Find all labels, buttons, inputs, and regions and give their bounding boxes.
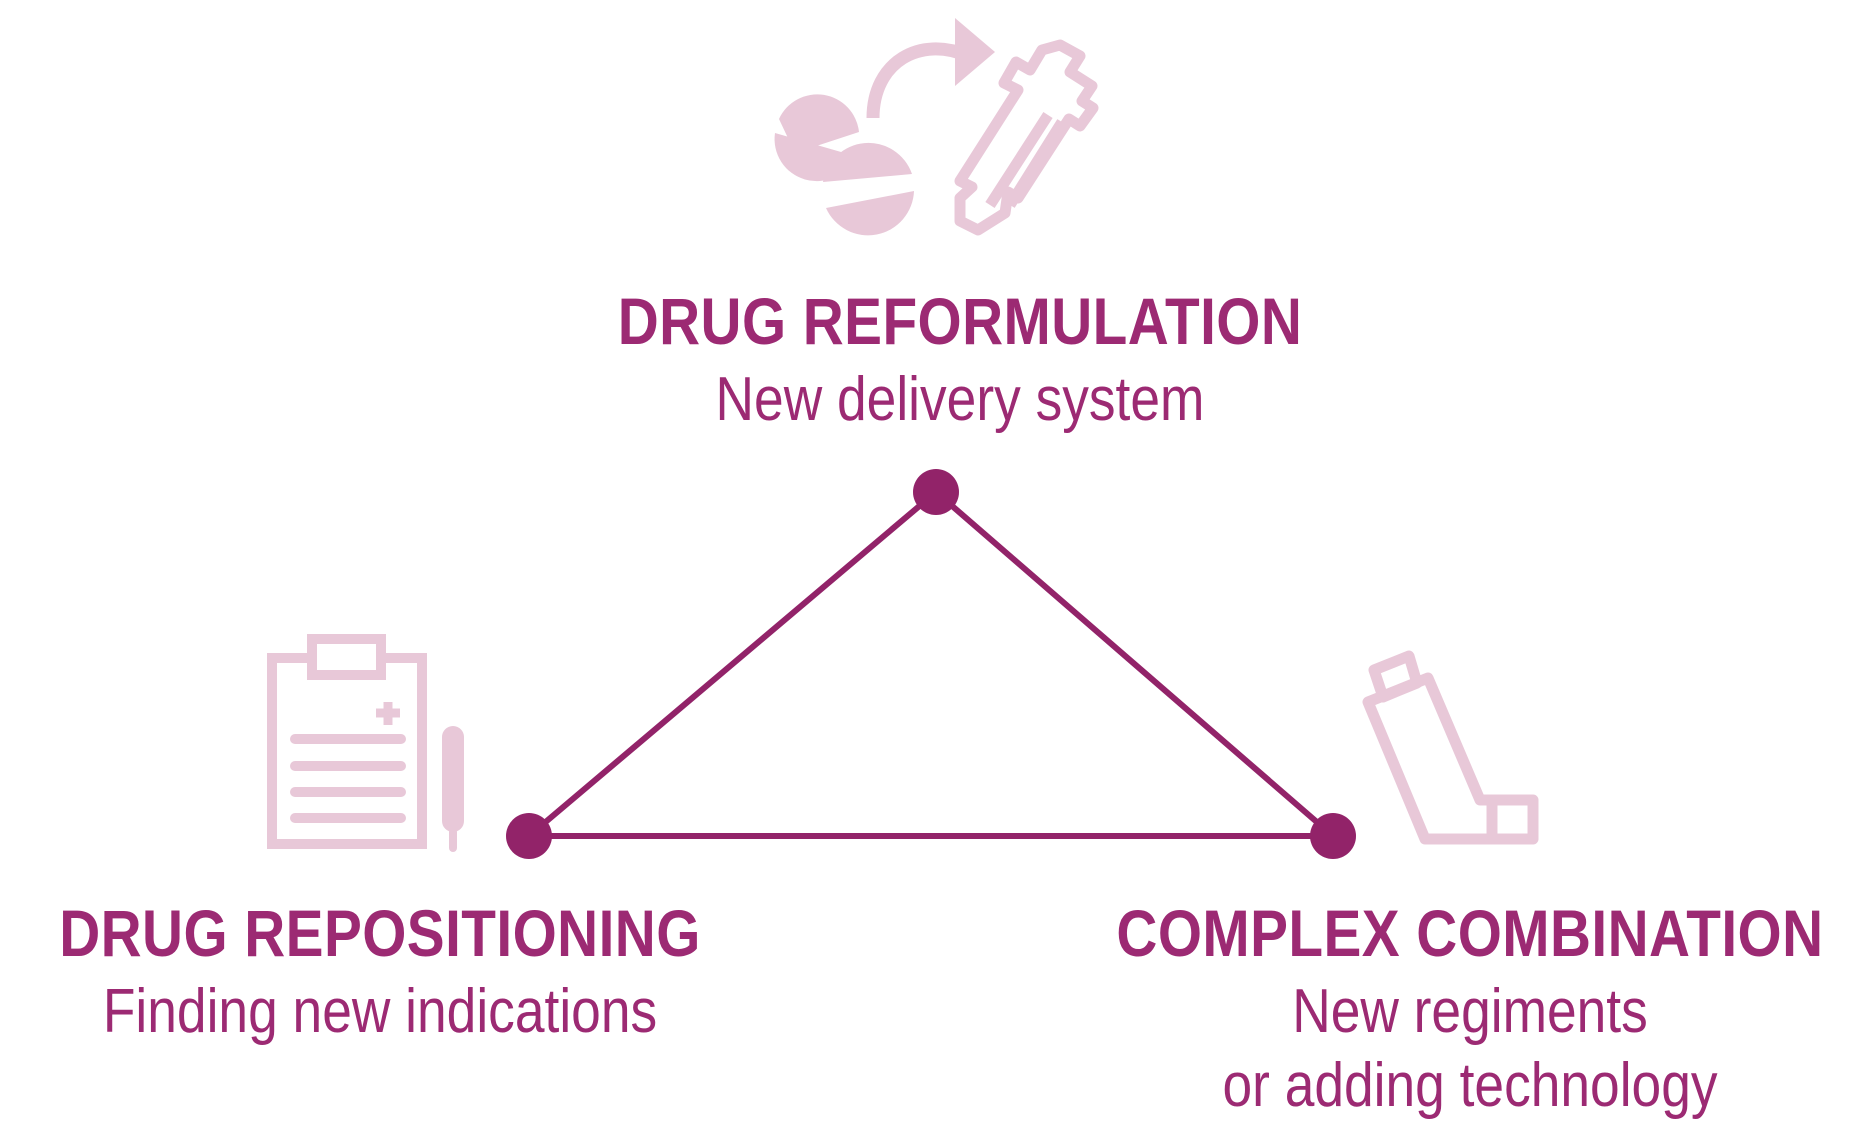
node-dot-left: [506, 813, 552, 859]
inhaler-icon: [1362, 650, 1539, 845]
clipboard-with-pen-icon: [267, 634, 464, 852]
pills-icon: [774, 94, 914, 236]
node-right-title: COMPLEX COMBINATION: [1116, 896, 1824, 970]
edge-top-left: [526, 489, 939, 839]
node-top-title: DRUG REFORMULATION: [617, 284, 1303, 358]
clipboard-icon: [267, 634, 427, 849]
node-right-subtitle-line1: New regiments: [1292, 977, 1648, 1046]
node-left-subtitle: Finding new indications: [102, 977, 658, 1046]
pills-to-injector-icon: [774, 18, 1099, 236]
edge-top-right: [933, 489, 1336, 839]
node-right-label: COMPLEX COMBINATION New regiments or add…: [1030, 895, 1875, 1123]
node-top-subtitle: New delivery system: [715, 365, 1205, 434]
node-dot-top: [913, 469, 959, 515]
node-right-subtitle-line2: or adding technology: [1222, 1051, 1718, 1120]
node-top-label: DRUG REFORMULATION New delivery system: [460, 283, 1460, 437]
triangle-connector: [526, 489, 1336, 839]
node-left-title: DRUG REPOSITIONING: [59, 896, 701, 970]
node-left-label: DRUG REPOSITIONING Finding new indicatio…: [0, 895, 760, 1049]
injector-pen-icon: [954, 39, 1099, 236]
curved-arrow-icon: [866, 18, 995, 119]
pen-icon: [442, 726, 464, 852]
node-dot-right: [1310, 813, 1356, 859]
